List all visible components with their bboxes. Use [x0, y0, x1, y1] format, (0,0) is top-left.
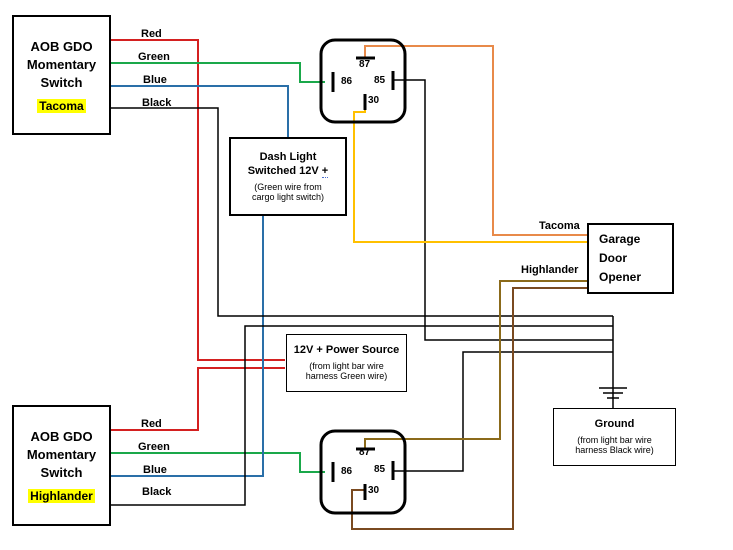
gdo-line3: Opener — [599, 270, 642, 284]
dash-light-note-line1: (Green wire from — [254, 181, 322, 192]
dash-light-note: (Green wire from cargo light switch) — [252, 181, 324, 204]
dash-light-note-line2: cargo light switch) — [251, 191, 325, 202]
relay-tacoma-pin-30: 30 — [368, 95, 380, 106]
dash-light-box: Dash Light Switched 12V + (Green wire fr… — [229, 137, 347, 216]
relay-highlander-pin-87: 87 — [359, 447, 371, 458]
power-source-note: (from light bar wire harness Green wire) — [306, 360, 388, 383]
ground-note-line2: harness Black wire) — [575, 445, 654, 455]
switch-title-line1: AOB GDO — [30, 429, 93, 444]
wire-label-highlander: Highlander — [521, 264, 579, 276]
power-source-box: 12V + Power Source (from light bar wire … — [286, 334, 407, 392]
wire-label-blue-top: Blue — [143, 74, 167, 86]
switch-title-line2: Momentary — [26, 56, 97, 72]
ground-note-line1: (from light bar wire — [577, 435, 652, 445]
wire-label-green-bottom: Green — [138, 441, 170, 453]
relay-highlander-pin-86: 86 — [341, 466, 353, 477]
black-wire — [110, 79, 627, 506]
garage-door-opener-box: Garage Door Opener — [587, 223, 674, 294]
power-source-note-line2: harness Green wire) — [305, 371, 388, 381]
switch-title-line1: AOB GDO — [30, 38, 93, 54]
vehicle-tag-tacoma: Tacoma — [37, 98, 86, 113]
dash-light-voltage: Switched 12V + — [247, 164, 329, 178]
wire-label-tacoma: Tacoma — [539, 220, 580, 232]
dash-light-title: Dash Light — [259, 150, 317, 163]
power-source-note-line1: (from light bar wire — [309, 361, 384, 371]
wire-label-green-top: Green — [138, 51, 170, 63]
relay-highlander-pin-30: 30 — [368, 485, 380, 496]
wire-label-black-bottom: Black — [142, 486, 172, 498]
switch-title-line2: Momentary — [26, 447, 97, 462]
wire-label-red-top: Red — [141, 28, 162, 40]
ground-title: Ground — [594, 418, 635, 430]
power-source-title: 12V + Power Source — [293, 344, 400, 356]
relay-tacoma-pin-85: 85 — [374, 75, 386, 86]
red-wire — [110, 39, 285, 431]
gdo-line1: Garage — [599, 232, 641, 246]
relay-tacoma — [319, 38, 407, 124]
blue-wire — [110, 85, 289, 477]
relay-tacoma-pin-86: 86 — [341, 76, 353, 87]
ground-box: Ground (from light bar wire harness Blac… — [553, 408, 676, 466]
gdo-line2: Door — [599, 251, 627, 265]
relay-highlander — [319, 429, 407, 515]
dash-light-voltage-text: Switched 12V — [247, 164, 322, 177]
wire-label-black-top: Black — [142, 97, 172, 109]
olive-wire — [364, 280, 588, 449]
relay-tacoma-pin-87: 87 — [359, 59, 371, 70]
relay-highlander-pin-85: 85 — [374, 464, 386, 475]
wire-label-red-bottom: Red — [141, 418, 162, 430]
orange-wire — [364, 45, 588, 236]
switch-tacoma: AOB GDO Momentary Switch Tacoma — [12, 15, 111, 135]
ground-note: (from light bar wire harness Black wire) — [575, 434, 654, 457]
vehicle-tag-highlander: Highlander — [28, 489, 95, 503]
switch-highlander: AOB GDO Momentary Switch Highlander — [12, 405, 111, 526]
green-wire — [110, 62, 325, 473]
plus-symbol: + — [321, 164, 329, 178]
switch-title-line3: Switch — [40, 74, 83, 90]
wire-label-blue-bottom: Blue — [143, 464, 167, 476]
switch-title-line3: Switch — [40, 465, 83, 480]
